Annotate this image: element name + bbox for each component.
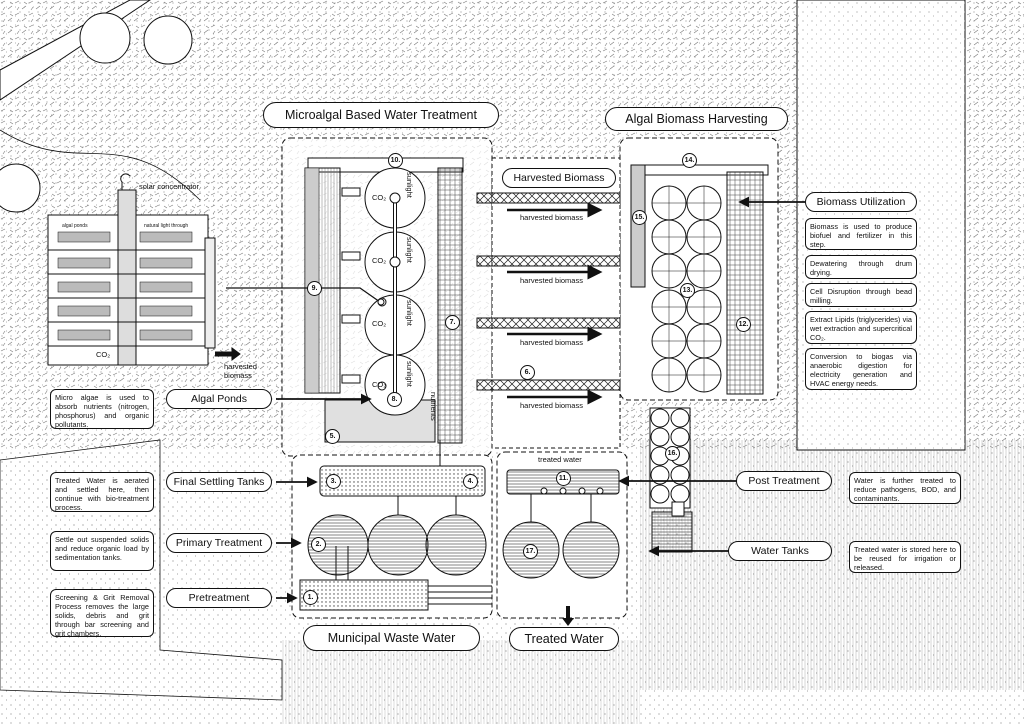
marker-10: 10.: [388, 153, 403, 168]
note-cell-disruption: Cell Disruption through bead milling.: [805, 283, 917, 307]
label-harvested-biomass: Harvested Biomass: [502, 168, 616, 188]
label-co2-building: CO₂: [96, 350, 111, 359]
marker-7: 7.: [445, 315, 460, 330]
label-sunlight-1: sunlight: [405, 172, 414, 198]
label-sunlight-4: sunlight: [405, 361, 414, 387]
label-harvested-arrow-3: harvested biomass: [520, 338, 583, 347]
marker-11: 11.: [556, 471, 571, 486]
label-sunlight-2: sunlight: [405, 237, 414, 263]
title-treated: Treated Water: [509, 627, 619, 651]
marker-8: 8.: [387, 392, 402, 407]
label-primary-treatment: Primary Treatment: [166, 533, 272, 553]
note-settle-out: Settle out suspended solids and reduce o…: [50, 531, 154, 571]
marker-17: 17.: [523, 544, 538, 559]
title-municipal: Municipal Waste Water: [303, 625, 480, 651]
note-post-treated: Water is further treated to reduce patho…: [849, 472, 961, 504]
marker-14: 14.: [682, 153, 697, 168]
label-sunlight-3: sunlight: [405, 300, 414, 326]
note-micro-algae: Micro algae is used to absorb nutrients …: [50, 389, 154, 429]
title-microalgal: Microalgal Based Water Treatment: [263, 102, 499, 128]
title-harvesting: Algal Biomass Harvesting: [605, 107, 788, 131]
label-harvested-out: harvested biomass: [224, 362, 257, 380]
label-biomass-utilization: Biomass Utilization: [805, 192, 917, 212]
marker-12: 12.: [736, 317, 751, 332]
label-treated-water-small: treated water: [538, 455, 582, 464]
marker-9: 9.: [307, 281, 322, 296]
note-stored: Treated water is stored here to be reuse…: [849, 541, 961, 573]
note-biogas: Conversion to biogas via anaerobic diges…: [805, 348, 917, 390]
note-dewatering: Dewatering through drum drying.: [805, 255, 917, 279]
note-screening: Screening & Grit Removal Process removes…: [50, 589, 154, 638]
label-co2-2: CO₂: [372, 256, 387, 265]
marker-13: 13.: [680, 283, 695, 298]
marker-4: 4.: [463, 474, 478, 489]
label-nutrients: nutrients: [429, 392, 438, 421]
label-harvested-arrow-1: harvested biomass: [520, 213, 583, 222]
label-algal-ponds: Algal Ponds: [166, 389, 272, 409]
label-pretreatment: Pretreatment: [166, 588, 272, 608]
marker-3: 3.: [326, 474, 341, 489]
label-post-treatment: Post Treatment: [736, 471, 832, 491]
label-co2-3: CO₂: [372, 319, 387, 328]
note-biofuel: Biomass is used to produce biofuel and f…: [805, 218, 917, 250]
building-section: [47, 173, 241, 366]
note-treated-aerated: Treated Water is aerated and settled her…: [50, 472, 154, 512]
marker-2: 2.: [311, 537, 326, 552]
label-algal-ponds-small: algal ponds: [62, 223, 88, 229]
biomass-conveyors: [476, 192, 621, 391]
label-harvested-arrow-2: harvested biomass: [520, 276, 583, 285]
label-final-settling: Final Settling Tanks: [166, 472, 272, 492]
note-lipids: Extract Lipids (triglycerides) via wet e…: [805, 311, 917, 344]
label-co2-4: CO₂: [372, 380, 387, 389]
label-natural-light: natural light through: [144, 223, 189, 229]
label-co2-1: CO₂: [372, 193, 387, 202]
marker-1: 1.: [303, 590, 318, 605]
marker-16: 16.: [665, 446, 680, 461]
label-water-tanks: Water Tanks: [728, 541, 832, 561]
label-harvested-arrow-4: harvested biomass: [520, 401, 583, 410]
marker-15: 15.: [632, 210, 647, 225]
marker-6: 6.: [520, 365, 535, 380]
marker-5: 5.: [325, 429, 340, 444]
label-solar-concentrator: solar concentrator: [139, 182, 200, 191]
